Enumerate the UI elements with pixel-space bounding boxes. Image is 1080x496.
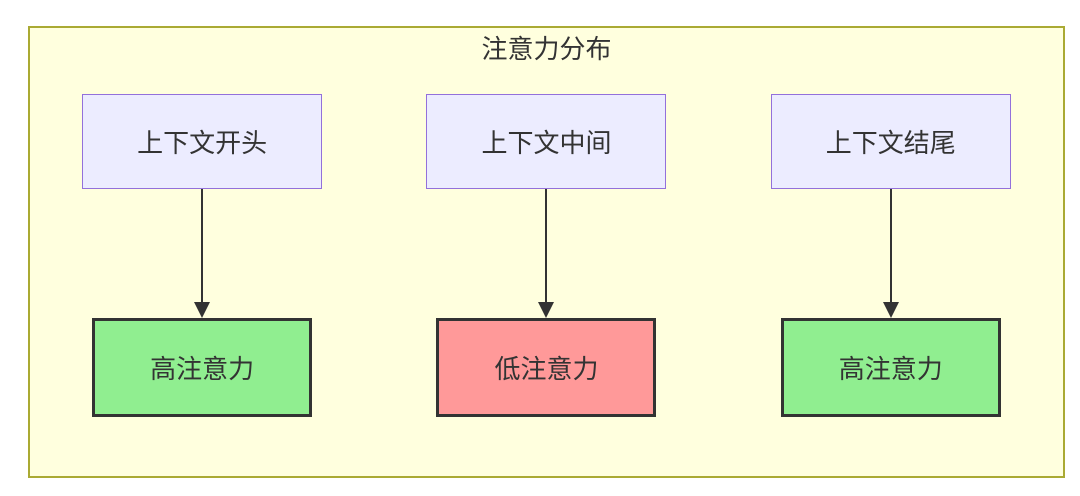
source-node-context-middle: 上下文中间 (426, 94, 667, 189)
column-context-middle: 上下文中间 低注意力 (426, 94, 667, 417)
arrow-down-icon (882, 189, 899, 318)
result-node-label: 高注意力 (150, 354, 255, 384)
diagram-columns: 上下文开头 高注意力 上下文中间 低注意力 上下文结 (30, 94, 1063, 417)
result-node-label: 低注意力 (494, 354, 599, 384)
result-node-high-attention: 高注意力 (780, 318, 1001, 417)
source-node-label: 上下文开头 (137, 128, 268, 158)
source-node-label: 上下文结尾 (825, 128, 956, 158)
column-context-end: 上下文结尾 高注意力 (770, 94, 1011, 417)
source-node-context-end: 上下文结尾 (770, 94, 1011, 189)
diagram-title: 注意力分布 (481, 34, 612, 64)
diagram-container: 注意力分布 上下文开头 高注意力 上下文中间 低注意力 (28, 26, 1065, 478)
source-node-context-start: 上下文开头 (82, 94, 323, 189)
arrow-down-icon (538, 189, 555, 318)
arrow-down-icon (194, 189, 211, 318)
result-node-high-attention: 高注意力 (92, 318, 313, 417)
result-node-label: 高注意力 (838, 354, 943, 384)
column-context-start: 上下文开头 高注意力 (82, 94, 323, 417)
result-node-low-attention: 低注意力 (436, 318, 657, 417)
source-node-label: 上下文中间 (481, 128, 612, 158)
